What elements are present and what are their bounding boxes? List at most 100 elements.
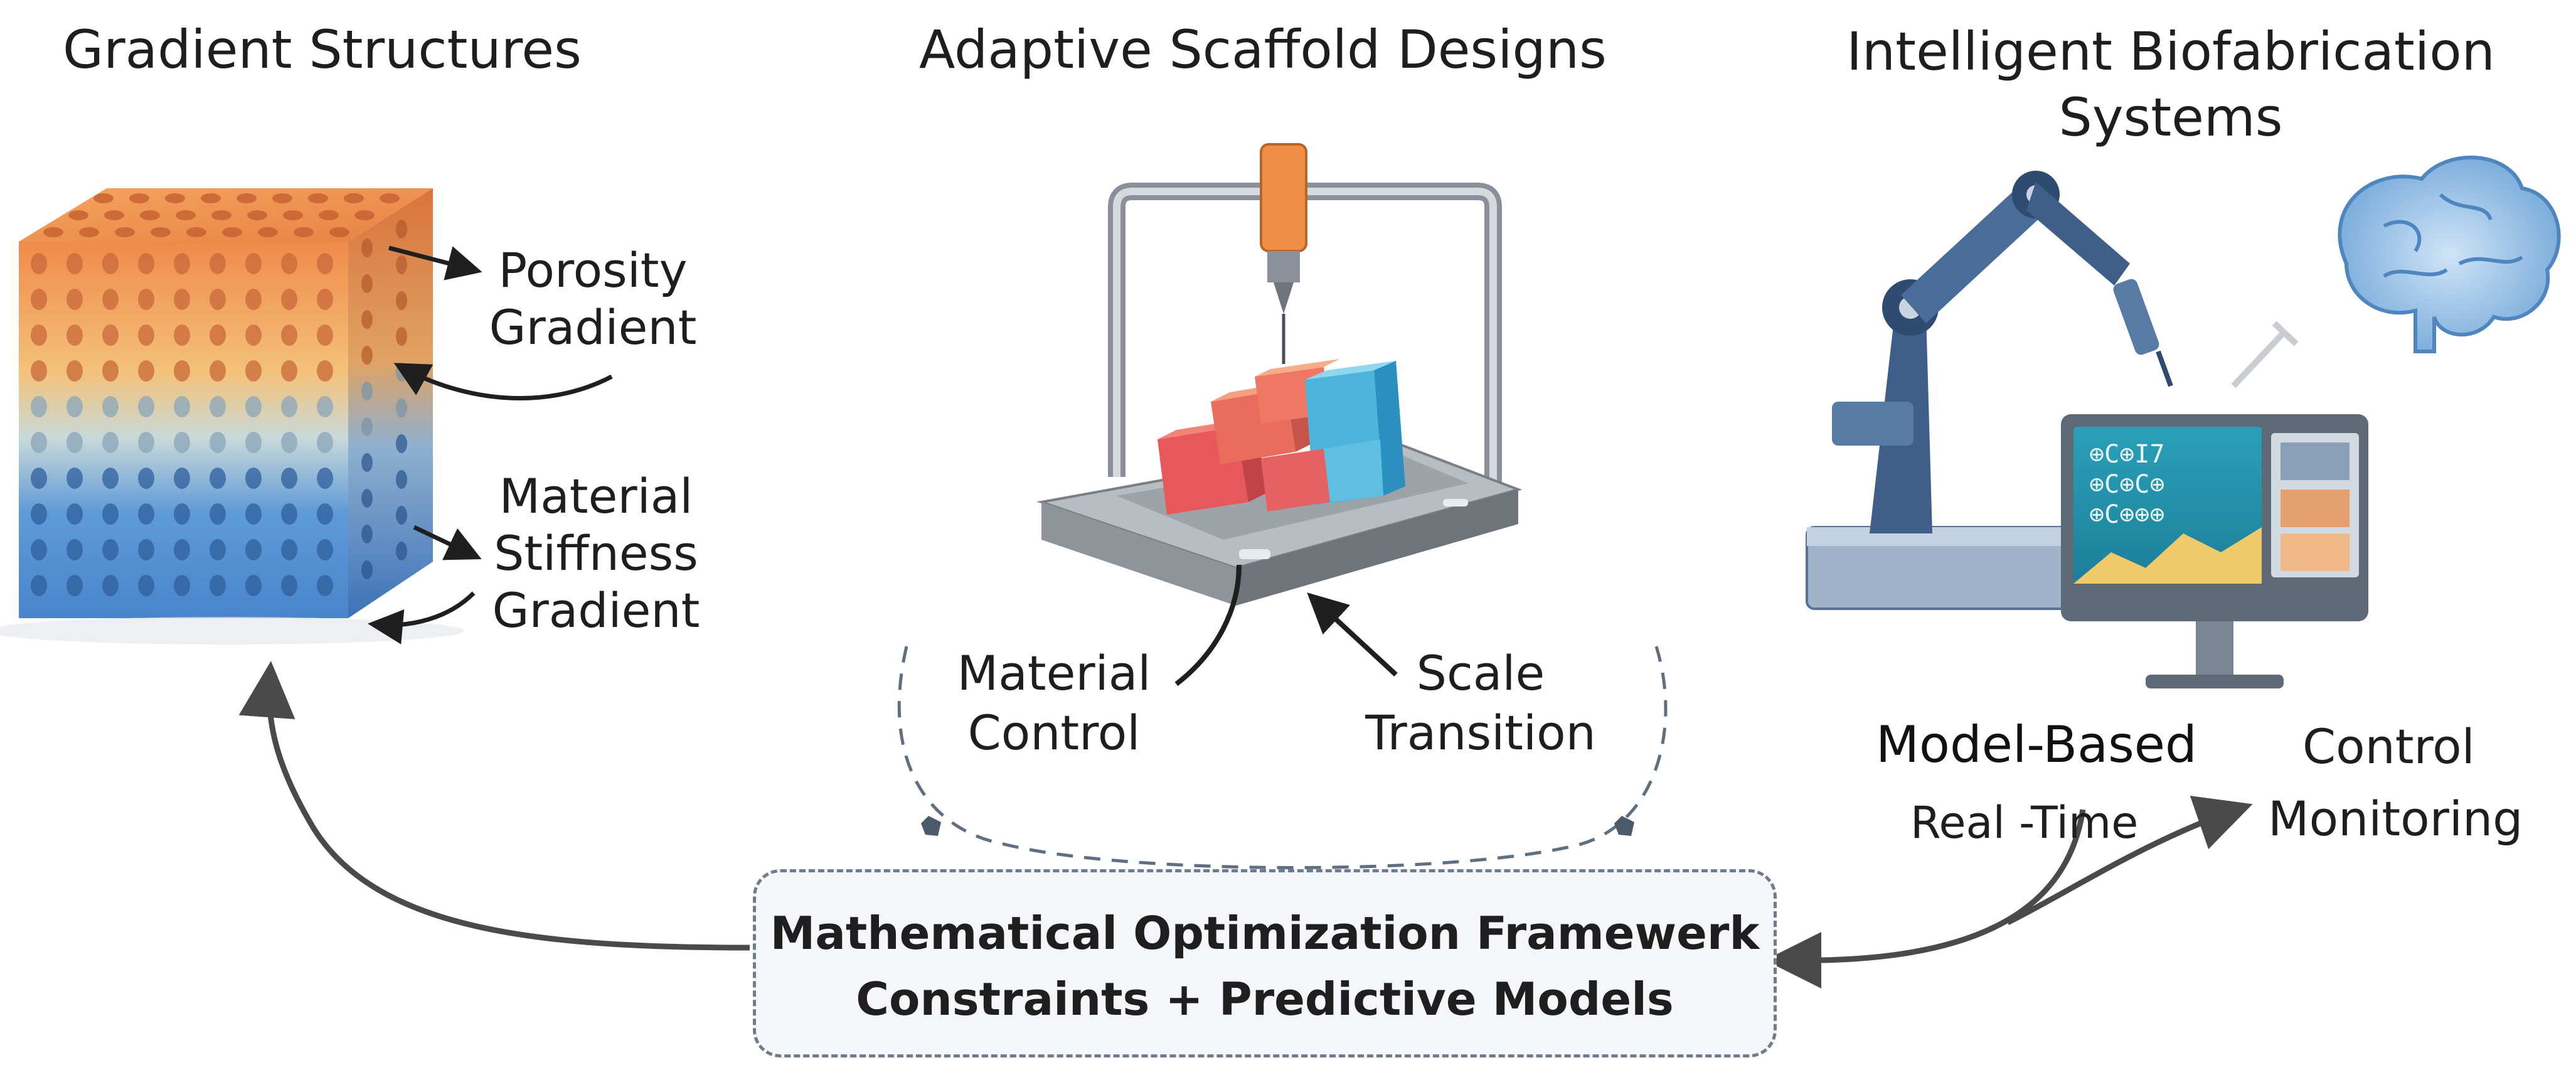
- cube-pore: [317, 396, 333, 417]
- cube-top-pore: [247, 210, 267, 220]
- cube-top-pore: [201, 193, 221, 203]
- gradient-cube-illustration: [0, 188, 464, 645]
- cube-pore: [102, 253, 119, 274]
- gradient-structures-title: Gradient Structures: [63, 19, 582, 80]
- cube-top-pore: [165, 193, 185, 203]
- cube-top-pore: [283, 210, 303, 220]
- cube-pore: [245, 396, 262, 417]
- cube-pore: [174, 432, 190, 453]
- cube-pore: [281, 360, 297, 382]
- cube-pore: [245, 253, 262, 274]
- cube-pore: [281, 503, 297, 525]
- cube-pore: [317, 503, 333, 525]
- printer-nozzle: [1260, 143, 1307, 252]
- cube-pore: [138, 468, 154, 489]
- cube-top-pore: [222, 227, 242, 237]
- cube-pore: [245, 575, 262, 596]
- cube-pore: [31, 253, 47, 274]
- cube-pore: [31, 575, 47, 596]
- cube-pore: [31, 396, 47, 417]
- cube-top-pore: [294, 227, 314, 237]
- cube-top-pore: [319, 210, 339, 220]
- cube-pore: [245, 468, 262, 489]
- cube-pore: [174, 539, 190, 560]
- cube-pore: [31, 324, 47, 346]
- brain-icon: [2338, 155, 2561, 353]
- material-control-line-2: Control: [967, 705, 1141, 761]
- cube-pore: [281, 253, 297, 274]
- cube-top-pore: [329, 227, 349, 237]
- model-based-label: Model-Based: [1876, 715, 2197, 774]
- cube-pore: [138, 539, 154, 560]
- scale-transition-line-2: Transition: [1365, 705, 1596, 761]
- cube-top-pore: [79, 227, 99, 237]
- cube-pore: [67, 503, 83, 525]
- cube-pore: [102, 396, 119, 417]
- cube-pore: [67, 253, 83, 274]
- cube-top-pore: [104, 210, 124, 220]
- center-arrows: [1174, 564, 1398, 687]
- cube-top-pore: [354, 210, 375, 220]
- cube-pore: [317, 324, 333, 346]
- cube-pore: [67, 289, 83, 310]
- cube-top-pore: [258, 227, 278, 237]
- cube-side-pore: [396, 399, 407, 417]
- stiffness-return-arrow: [368, 591, 476, 645]
- cube-side-face: [348, 188, 433, 618]
- cube-pore: [317, 468, 333, 489]
- cube-top-pore: [43, 227, 63, 237]
- cube-side-pore: [396, 291, 407, 310]
- cube-pore: [67, 432, 83, 453]
- dashed-loop-markers: [921, 816, 1634, 836]
- cube-pore: [174, 324, 190, 346]
- scale-transition-label: Scale Transition: [1349, 643, 1612, 763]
- material-control-arrow: [1174, 564, 1242, 687]
- cube-top-pore: [344, 193, 364, 203]
- cube-side-pore: [361, 560, 373, 579]
- cube-side-pore: [361, 346, 373, 365]
- cube-side-pore: [361, 382, 373, 400]
- cube-pore: [210, 324, 226, 346]
- cube-top-pore: [308, 193, 328, 203]
- cube-pore: [281, 539, 297, 560]
- cube-side-pore: [361, 238, 373, 257]
- cube-side-pore: [396, 506, 407, 525]
- stiffness-line-3: Gradient: [492, 582, 700, 639]
- cube-pore: [210, 396, 226, 417]
- biofab-title-line-2: Systems: [2058, 87, 2283, 148]
- cube-pore: [174, 468, 190, 489]
- material-control-line-1: Material: [957, 645, 1151, 701]
- cube-pore: [102, 468, 119, 489]
- cube-pore: [281, 432, 297, 453]
- cube-top-pore: [140, 210, 160, 220]
- cube-top-pore: [93, 193, 114, 203]
- cube-side-pore: [361, 489, 373, 508]
- stiffness-line-1: Material: [499, 468, 693, 524]
- cube-pore: [210, 253, 226, 274]
- screen-text-line-2: ⊕C⊕C⊕: [2089, 470, 2165, 499]
- cube-pore: [245, 432, 262, 453]
- cube-side-pore: [396, 434, 407, 453]
- cube-side-pore: [396, 363, 407, 382]
- cube-top-pore: [380, 193, 400, 203]
- framework-to-monitoring-arrow: [2006, 796, 2253, 926]
- monitoring-label: Monitoring: [2268, 791, 2523, 847]
- porosity-return-arrow: [393, 363, 613, 400]
- cube-side-pore: [361, 525, 373, 543]
- cube-pore: [138, 360, 154, 382]
- stiffness-arrow: [413, 525, 482, 560]
- monitor-screen-text: ⊕C⊕I7 ⊕C⊕C⊕ ⊕C⊕⊕⊕: [2089, 439, 2164, 530]
- cube-pore: [210, 503, 226, 525]
- cube-pore: [138, 324, 154, 346]
- cube-side-pore: [396, 220, 407, 238]
- framework-to-gradient-arrow: [238, 661, 750, 951]
- cube-pore: [102, 289, 119, 310]
- cube-pore: [31, 539, 47, 560]
- cube-pore: [31, 360, 47, 382]
- cube-pore: [210, 468, 226, 489]
- cube-side-pore: [361, 417, 373, 436]
- cube-pore: [174, 289, 190, 310]
- cube-pore: [102, 360, 119, 382]
- cube-top-pore: [176, 210, 196, 220]
